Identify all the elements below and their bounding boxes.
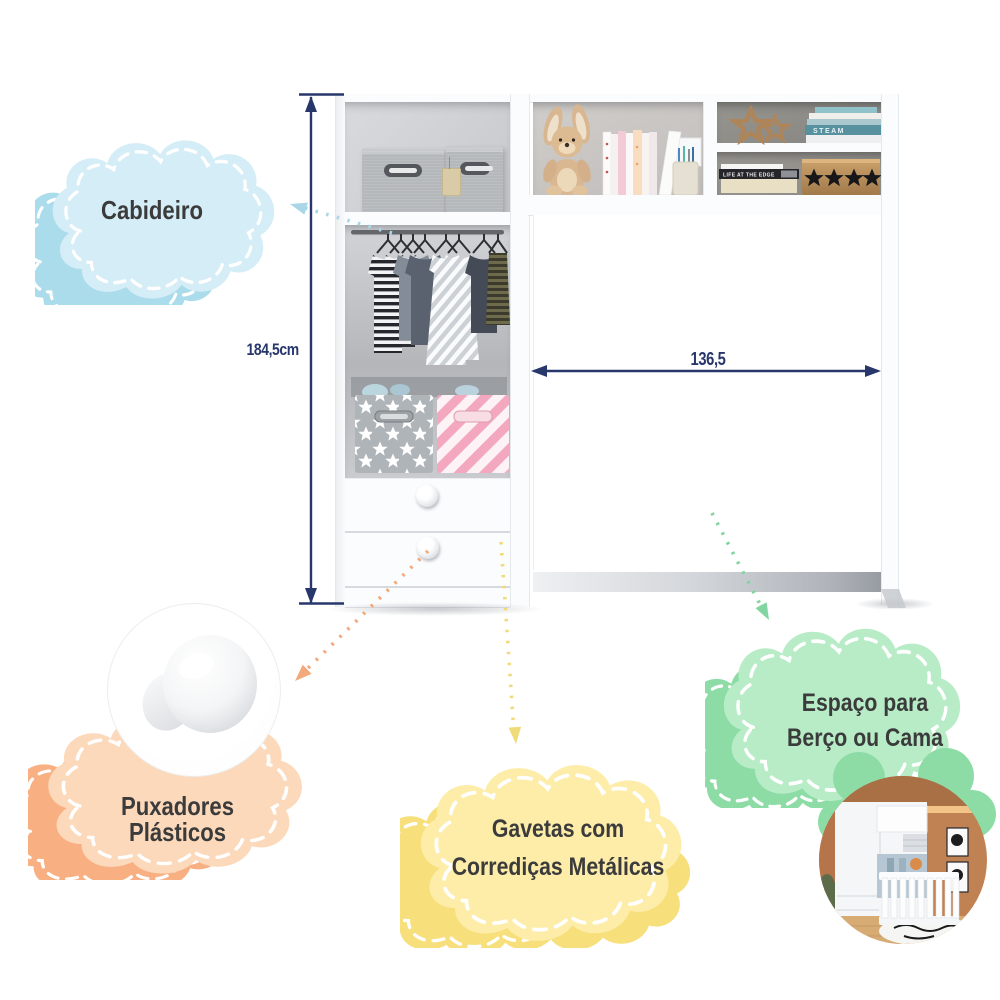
drawer-2-knob (417, 537, 439, 559)
unit-right-panel (881, 94, 899, 605)
right-shelf-contents: STEAM LIFE AT THE EDGE (719, 106, 887, 195)
box-handle-slit (380, 414, 408, 419)
storage-box-left (362, 148, 444, 212)
callout-label-puxadores: Puxadores Plásticos (120, 791, 234, 847)
callout-label-espaco-line1: Espaço para (801, 689, 929, 717)
garments (368, 253, 510, 365)
knob-photo-circle (107, 603, 281, 777)
pink-striped-box (437, 395, 509, 473)
callout-label-espaco: Espaço para Berço ou Cama (763, 686, 967, 756)
box-handle (453, 410, 493, 423)
main-shelf-board (528, 195, 897, 216)
star-decor (730, 106, 791, 144)
book-row (602, 130, 702, 195)
drawer-1-knob (416, 485, 438, 507)
striped-dress (439, 255, 479, 360)
floor-shadow (325, 602, 545, 616)
tower-right-panel (510, 94, 530, 607)
crib-open-space (533, 215, 883, 570)
toy-peek (455, 385, 479, 397)
lower-shelf-books: LIFE AT THE EDGE (719, 164, 799, 193)
toy-peek (390, 384, 410, 396)
room-photo (819, 776, 987, 944)
open-space-bottom-bar (533, 570, 881, 592)
box-handle (459, 162, 493, 175)
floor-shadow (855, 598, 935, 610)
tower-left-wall (335, 94, 346, 607)
tower-shelf-board (345, 212, 510, 226)
box-handle (384, 164, 422, 177)
arrow-cabideiro-head (288, 197, 308, 215)
book-spine-text: STEAM (813, 128, 845, 135)
callout-label-gavetas-line1: Gavetas com (491, 815, 625, 843)
callout-label-espaco-line2: Berço ou Cama (787, 724, 943, 752)
wardrobe-unit: STEAM LIFE AT THE EDGE (335, 94, 899, 614)
teddy-bunny (543, 104, 591, 195)
price-tag (442, 157, 461, 196)
plastic-knob-graphic (142, 635, 257, 733)
star-fabric-box (355, 395, 433, 473)
crib-slats (881, 877, 960, 919)
olive-top (486, 253, 510, 325)
callout-label-gavetas: Gavetas com Corrediças Metálicas (439, 810, 677, 886)
hanging-clothes-graphic (351, 230, 510, 473)
middle-shelf-contents (543, 104, 702, 195)
storage-box-right (446, 146, 503, 212)
drawer-divider (345, 531, 510, 533)
callout-label-cabideiro: Cabideiro (101, 195, 203, 225)
arrow-puxadores-head (290, 664, 312, 686)
lower-fabric-boxes (355, 384, 509, 473)
book-spine-text: LIFE AT THE EDGE (723, 173, 775, 179)
pencil-cup (672, 146, 699, 195)
hangers (376, 234, 508, 254)
stacked-books: STEAM (805, 107, 887, 143)
height-dimension-label: 184,5cm (246, 340, 300, 359)
dimension-height-arrowheads (305, 96, 317, 604)
arrow-gavetas-head (508, 726, 523, 745)
room-photo-graphic (819, 776, 987, 944)
clothes-rod (351, 230, 504, 235)
width-dimension-label: 136,5 (690, 349, 726, 369)
callout-label-gavetas-line2: Corrediças Metálicas (451, 853, 665, 881)
star-cutout-box (802, 159, 882, 195)
